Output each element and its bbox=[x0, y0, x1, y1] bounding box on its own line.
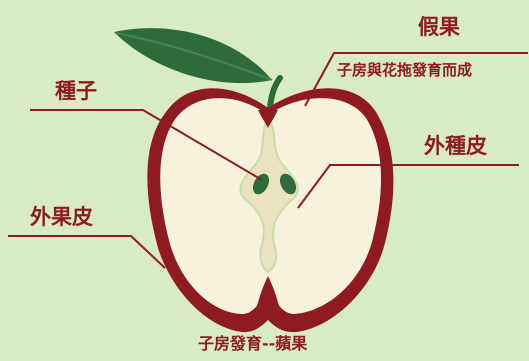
leaf-vein bbox=[115, 32, 273, 81]
label-false-fruit: 假果 bbox=[418, 15, 460, 39]
leader-seed-coat bbox=[297, 164, 519, 209]
leaf-icon bbox=[114, 28, 272, 84]
seed-right-icon bbox=[279, 173, 297, 195]
label-seed: 種子 bbox=[55, 79, 97, 103]
label-peel: 外果皮 bbox=[30, 205, 93, 229]
leader-peel bbox=[8, 235, 166, 269]
stem bbox=[267, 75, 283, 111]
seed-left-icon bbox=[252, 173, 270, 195]
leader-seed bbox=[30, 109, 263, 181]
diagram-caption: 子房發育--蘋果 bbox=[198, 334, 308, 353]
leader-false-fruit bbox=[304, 52, 528, 107]
calyx-cavity bbox=[254, 276, 282, 318]
label-false-fruit-note: 子房與花拖發育而成 bbox=[337, 61, 473, 79]
stem-cavity bbox=[258, 110, 278, 128]
core bbox=[239, 121, 299, 274]
label-seed-coat: 外種皮 bbox=[424, 134, 487, 158]
